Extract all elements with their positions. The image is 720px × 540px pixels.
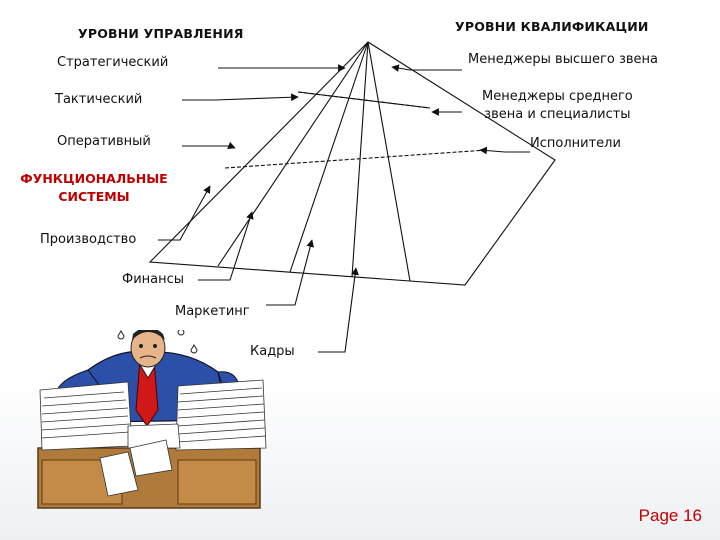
level-tactical: Тактический <box>55 92 143 107</box>
qual-middle-managers: Менеджеры среднего звена и специалисты <box>482 88 633 124</box>
arrow-executors <box>479 146 506 155</box>
pyramid-outline <box>148 41 556 286</box>
function-divider-1 <box>217 41 369 267</box>
function-divider-2 <box>289 41 369 273</box>
functional-systems-title: ФУНКЦИОНАЛЬНЫЕ СИСТЕМЫ <box>8 170 180 206</box>
qual-executors: Исполнители <box>530 136 621 151</box>
qualification-levels-header: УРОВНИ КВАЛИФИКАЦИИ <box>455 19 649 34</box>
level-line-middle <box>224 149 488 169</box>
level-strategic: Стратегический <box>57 55 169 70</box>
arrow-finance <box>198 211 254 281</box>
function-production: Производство <box>40 232 137 247</box>
arrow-operational <box>227 141 236 150</box>
page-number: Page 16 <box>638 506 702 525</box>
function-personnel: Кадры <box>250 344 295 359</box>
qual-top-managers: Менеджеры высшего звена <box>468 52 658 67</box>
management-levels-header: УРОВНИ УПРАВЛЕНИЯ <box>78 26 244 41</box>
arrow-personnel <box>318 267 359 353</box>
businessman-illustration <box>37 330 267 509</box>
level-operational: Оперативный <box>57 134 151 149</box>
functional-systems-line2: СИСТЕМЫ <box>58 189 130 204</box>
arrow-tactical <box>214 93 299 102</box>
qual-middle-line1: Менеджеры среднего <box>482 89 633 104</box>
function-finance: Финансы <box>122 272 185 287</box>
qual-middle-line2: звена и специалисты <box>484 107 631 122</box>
arrow-production <box>158 185 211 241</box>
function-divider-4 <box>367 41 411 282</box>
arrow-marketing <box>266 239 314 306</box>
arrow-top-managers <box>391 64 411 72</box>
functional-systems-line1: ФУНКЦИОНАЛЬНЫЕ <box>20 171 168 186</box>
function-marketing: Маркетинг <box>175 304 250 319</box>
function-divider-3 <box>351 41 369 278</box>
